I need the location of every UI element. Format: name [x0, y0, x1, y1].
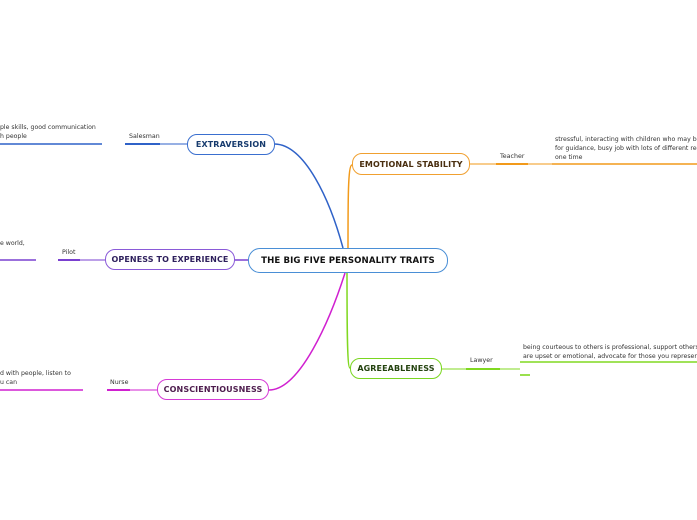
- topic-extraversion[interactable]: EXTRAVERSION: [187, 134, 275, 155]
- link-emotional-stability: [347, 164, 353, 249]
- link-conscientiousness: [268, 272, 346, 391]
- conscientiousness-description[interactable]: d with people, listen to u can: [0, 370, 71, 386]
- topic-openness-label: OPENESS TO EXPERIENCE: [111, 255, 229, 264]
- emotional-stability-description[interactable]: stressful, interacting with children who…: [555, 136, 697, 161]
- central-topic[interactable]: THE BIG FIVE PERSONALITY TRAITS: [248, 248, 448, 273]
- subtopic-salesman[interactable]: Salesman: [129, 133, 160, 140]
- link-extraversion: [274, 143, 344, 249]
- topic-extraversion-label: EXTRAVERSION: [195, 140, 267, 149]
- topic-emotional-stability-label: EMOTIONAL STABILITY: [359, 159, 463, 169]
- link-agreeableness: [346, 272, 351, 369]
- topic-conscientiousness-label: CONSCIENTIOUSNESS: [163, 385, 263, 394]
- topic-agreeableness-label: AGREEABLENESS: [357, 364, 435, 373]
- topic-openness[interactable]: OPENESS TO EXPERIENCE: [105, 249, 235, 270]
- subtopic-pilot[interactable]: Pilot: [62, 249, 76, 256]
- topic-agreeableness[interactable]: AGREEABLENESS: [350, 358, 442, 379]
- topic-conscientiousness[interactable]: CONSCIENTIOUSNESS: [157, 379, 269, 400]
- central-topic-label: THE BIG FIVE PERSONALITY TRAITS: [261, 255, 435, 266]
- subtopic-teacher[interactable]: Teacher: [500, 153, 525, 160]
- openness-description[interactable]: e world,: [0, 240, 25, 247]
- subtopic-lawyer[interactable]: Lawyer: [470, 357, 493, 364]
- subtopic-nurse[interactable]: Nurse: [110, 379, 129, 386]
- extraversion-description[interactable]: ple skills, good communication h people: [0, 124, 96, 140]
- agreeableness-description[interactable]: being courteous to others is professiona…: [523, 344, 697, 360]
- topic-emotional-stability[interactable]: EMOTIONAL STABILITY: [352, 153, 470, 175]
